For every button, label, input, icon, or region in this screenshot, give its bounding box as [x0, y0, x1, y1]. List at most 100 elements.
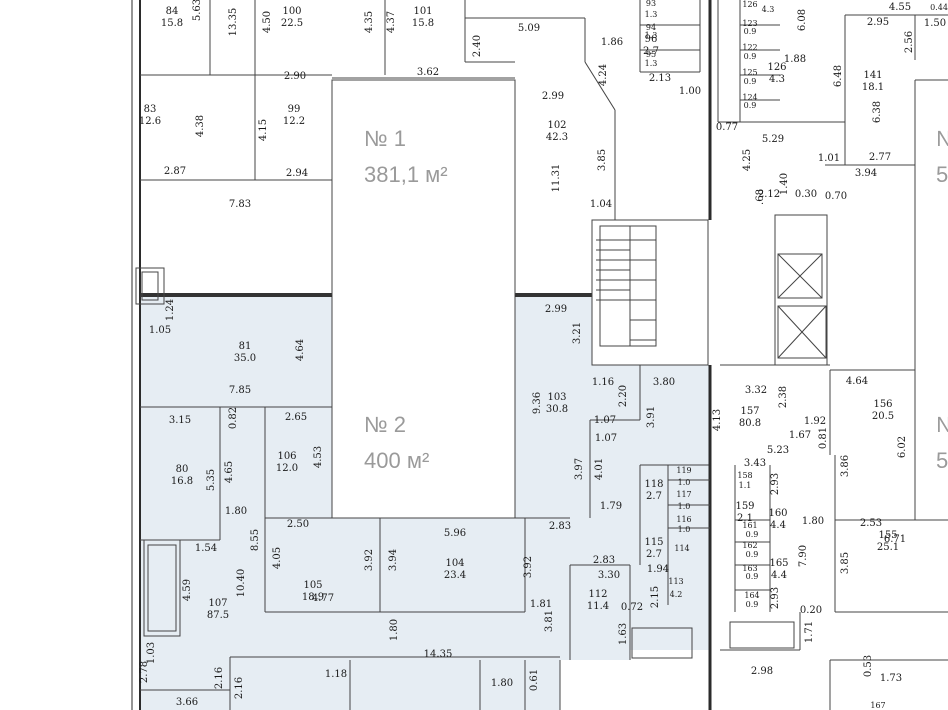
- unit-2-label: № 2: [364, 412, 406, 437]
- dimension-label: 7.90: [798, 545, 809, 567]
- room-number: 103: [547, 392, 566, 403]
- room-area: 42.3: [546, 132, 568, 143]
- small-room-label: 1.3: [645, 59, 658, 68]
- room-number: 159: [735, 501, 754, 512]
- room-area: 18.9: [302, 592, 324, 603]
- room-number: 104: [445, 558, 464, 569]
- unit-4-area: 5: [936, 448, 948, 473]
- dimension-label: 4.35: [364, 11, 375, 33]
- dimension-label: 5.63: [192, 0, 203, 21]
- walls: [131, 0, 948, 710]
- room-area: 87.5: [207, 610, 229, 621]
- room-area: 15.8: [161, 18, 183, 29]
- dimension-label: 8.55: [250, 529, 261, 551]
- small-room-label: 1.0: [678, 502, 691, 511]
- small-room-label: 4.3: [762, 5, 775, 14]
- dimension-label: 0.53: [863, 655, 874, 677]
- dimension-label: 14.35: [424, 649, 453, 660]
- dimension-label: 3.92: [364, 549, 375, 571]
- dimension-label: 1.07: [594, 415, 616, 426]
- room-number: 160: [768, 508, 787, 519]
- dimension-label: 6.08: [797, 9, 808, 31]
- small-room-label: 4.2: [670, 590, 683, 599]
- small-room-label: 94: [646, 23, 656, 32]
- small-room-label: 163: [742, 564, 757, 573]
- dimension-label: 0.77: [716, 122, 738, 133]
- dimension-label: 4.25: [742, 149, 753, 171]
- dimension-label: 0.81: [818, 427, 829, 449]
- dimension-label: 1.73: [880, 673, 902, 684]
- room-number: 126: [767, 62, 786, 73]
- dimension-label: 1.80: [225, 506, 247, 517]
- small-room-label: 117: [676, 490, 691, 499]
- small-room-label: 0.9: [744, 27, 757, 36]
- small-room-label: 1.1: [739, 481, 752, 490]
- room-area: 15.8: [412, 18, 434, 29]
- dimension-label: 1.71: [804, 621, 815, 643]
- dimension-label: 5.29: [762, 134, 784, 145]
- room-area: 4.4: [771, 570, 787, 581]
- small-room-label: 161: [742, 521, 757, 530]
- dimension-label: 2.78: [139, 661, 150, 683]
- room-area: 11.4: [587, 601, 609, 612]
- dimension-label: 3.94: [855, 168, 877, 179]
- room-number: 106: [277, 451, 296, 462]
- small-room-label: 125: [742, 68, 757, 77]
- dimension-label: 5.23: [767, 445, 789, 456]
- dimension-label: 4.59: [182, 579, 193, 601]
- dimension-label: 9.36: [532, 392, 543, 414]
- dimension-label: 2.16: [214, 667, 225, 689]
- stair-steps: [596, 226, 656, 346]
- dimension-label: 2.50: [287, 519, 309, 530]
- dimension-label: 4.15: [258, 119, 269, 141]
- room-area: 2.7: [646, 549, 662, 560]
- small-room-label: 126: [742, 0, 757, 9]
- dimension-label: 4.50: [262, 11, 273, 33]
- dimension-label: 4.38: [195, 115, 206, 137]
- room-area: 2.7: [643, 46, 659, 57]
- dimension-label: 1.24: [165, 299, 176, 321]
- dimension-label: 1.67: [789, 430, 811, 441]
- dimension-label: 3.80: [653, 377, 675, 388]
- room-area: 12.2: [283, 116, 305, 127]
- dimension-label: 4.77: [312, 593, 334, 604]
- dimension-label: 1.40: [779, 173, 790, 195]
- dimension-label: 2.13: [649, 73, 671, 84]
- dimension-label: 1.79: [600, 501, 622, 512]
- dimension-label: 1.03: [146, 642, 157, 664]
- dimension-label: 1.16: [592, 377, 614, 388]
- small-room-label: 95: [646, 50, 656, 59]
- dimension-label: 2.15: [650, 586, 661, 608]
- small-room-label: 124: [742, 93, 757, 102]
- dimension-label: 3.66: [176, 697, 198, 708]
- dimension-label: 3.30: [598, 570, 620, 581]
- room-area: 35.0: [234, 353, 256, 364]
- room-number: 102: [547, 120, 566, 131]
- dimension-label: 1.80: [389, 619, 400, 641]
- dimension-label: 3.85: [840, 552, 851, 574]
- dimension-label: 4.01: [594, 458, 605, 480]
- small-room-label: 1.3: [645, 31, 658, 40]
- dimension-label: 2.87: [164, 166, 186, 177]
- room-area: 4.3: [769, 74, 785, 85]
- dimension-label: 3.81: [544, 610, 555, 632]
- dimension-label: 2.65: [285, 412, 307, 423]
- dimension-label: 3.91: [646, 406, 657, 428]
- dimension-label: 2.90: [284, 71, 306, 82]
- dimension-label: 0.61: [529, 669, 540, 691]
- room-area: 12.0: [276, 463, 298, 474]
- dimension-label: 0.82: [228, 407, 239, 429]
- room-area: 16.8: [171, 476, 193, 487]
- room-number: 80: [176, 464, 189, 475]
- dimension-label: 2.83: [593, 555, 615, 566]
- dimension-label: 2.94: [286, 168, 308, 179]
- room-number: 118: [644, 479, 663, 490]
- room-number: 112: [588, 589, 607, 600]
- dimension-label: 1.05: [149, 325, 171, 336]
- room-number: 155: [878, 530, 897, 541]
- dimension-label: 6.48: [833, 65, 844, 87]
- small-room-label: 167: [870, 701, 885, 710]
- dimension-label: 2.16: [234, 677, 245, 699]
